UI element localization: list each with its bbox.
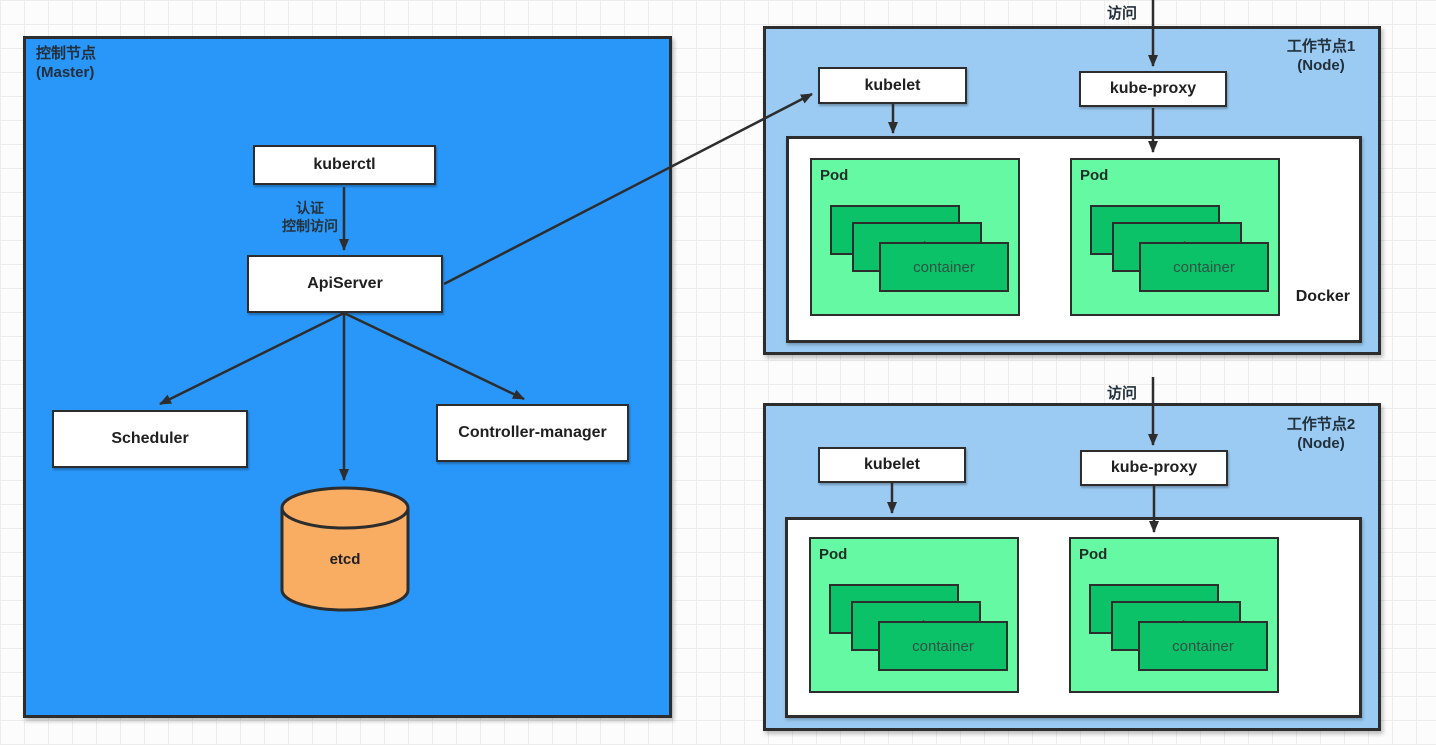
worker-node-1: 工作节点1 (Node) kubelet kube-proxy Pod cont… <box>763 26 1381 355</box>
node1-kube-proxy-label: kube-proxy <box>1109 80 1197 97</box>
node1-title: 工作节点1 (Node) <box>1262 37 1380 75</box>
controller-manager-label: Controller-manager <box>458 424 607 441</box>
access-label-node2: 访问 <box>1106 385 1137 402</box>
auth-label-line1: 认证 <box>296 200 324 216</box>
pod-label: Pod <box>820 167 849 184</box>
access-label-node1: 访问 <box>1106 5 1137 22</box>
auth-arrow-label: 认证 控制访问 <box>260 199 360 235</box>
etcd-label: etcd <box>329 551 361 568</box>
container-box: container <box>1139 242 1269 292</box>
pod-label: Pod <box>1080 167 1109 184</box>
container-box: container <box>1138 621 1268 671</box>
pod-label: Pod <box>1079 546 1108 563</box>
node2-pod-2: Pod container container container <box>1069 537 1279 693</box>
apiserver-node: ApiServer <box>247 255 443 313</box>
scheduler-node: Scheduler <box>52 410 248 468</box>
node1-docker-box: Pod container container container Pod co… <box>786 136 1362 343</box>
kuberctl-node: kuberctl <box>253 145 436 185</box>
master-panel: 控制节点 (Master) kuberctl 认证 控制访问 ApiServer… <box>23 36 672 718</box>
node2-runtime-box: Pod container container container Pod co… <box>785 517 1362 718</box>
node1-title-en: (Node) <box>1297 57 1345 74</box>
node1-kube-proxy: kube-proxy <box>1079 71 1227 107</box>
apiserver-label: ApiServer <box>307 275 383 292</box>
container-box: container <box>879 242 1009 292</box>
node2-kubelet-label: kubelet <box>863 456 920 473</box>
scheduler-label: Scheduler <box>111 430 189 447</box>
pod-label: Pod <box>819 546 848 563</box>
master-title: 控制节点 (Master) <box>36 44 176 82</box>
node2-title: 工作节点2 (Node) <box>1262 415 1380 453</box>
node1-pod-1: Pod container container container <box>810 158 1020 316</box>
node2-pod-1: Pod container container container <box>809 537 1019 693</box>
node2-title-cn: 工作节点2 <box>1286 416 1356 433</box>
node2-kube-proxy-label: kube-proxy <box>1110 459 1198 476</box>
node2-title-en: (Node) <box>1297 435 1345 452</box>
kuberctl-label: kuberctl <box>313 156 376 173</box>
node2-kubelet: kubelet <box>818 447 966 483</box>
master-title-cn: 控制节点 <box>36 45 97 62</box>
node1-docker-label: Docker <box>1295 288 1350 305</box>
node1-title-cn: 工作节点1 <box>1286 38 1356 55</box>
container-box: container <box>878 621 1008 671</box>
node2-kube-proxy: kube-proxy <box>1080 450 1228 486</box>
auth-label-line2: 控制访问 <box>282 218 338 234</box>
controller-manager-node: Controller-manager <box>436 404 629 462</box>
node1-kubelet: kubelet <box>818 67 967 104</box>
worker-node-2: 工作节点2 (Node) kubelet kube-proxy Pod cont… <box>763 403 1381 731</box>
master-title-en: (Master) <box>36 64 95 81</box>
node1-kubelet-label: kubelet <box>864 76 921 94</box>
node1-pod-2: Pod container container container <box>1070 158 1280 316</box>
